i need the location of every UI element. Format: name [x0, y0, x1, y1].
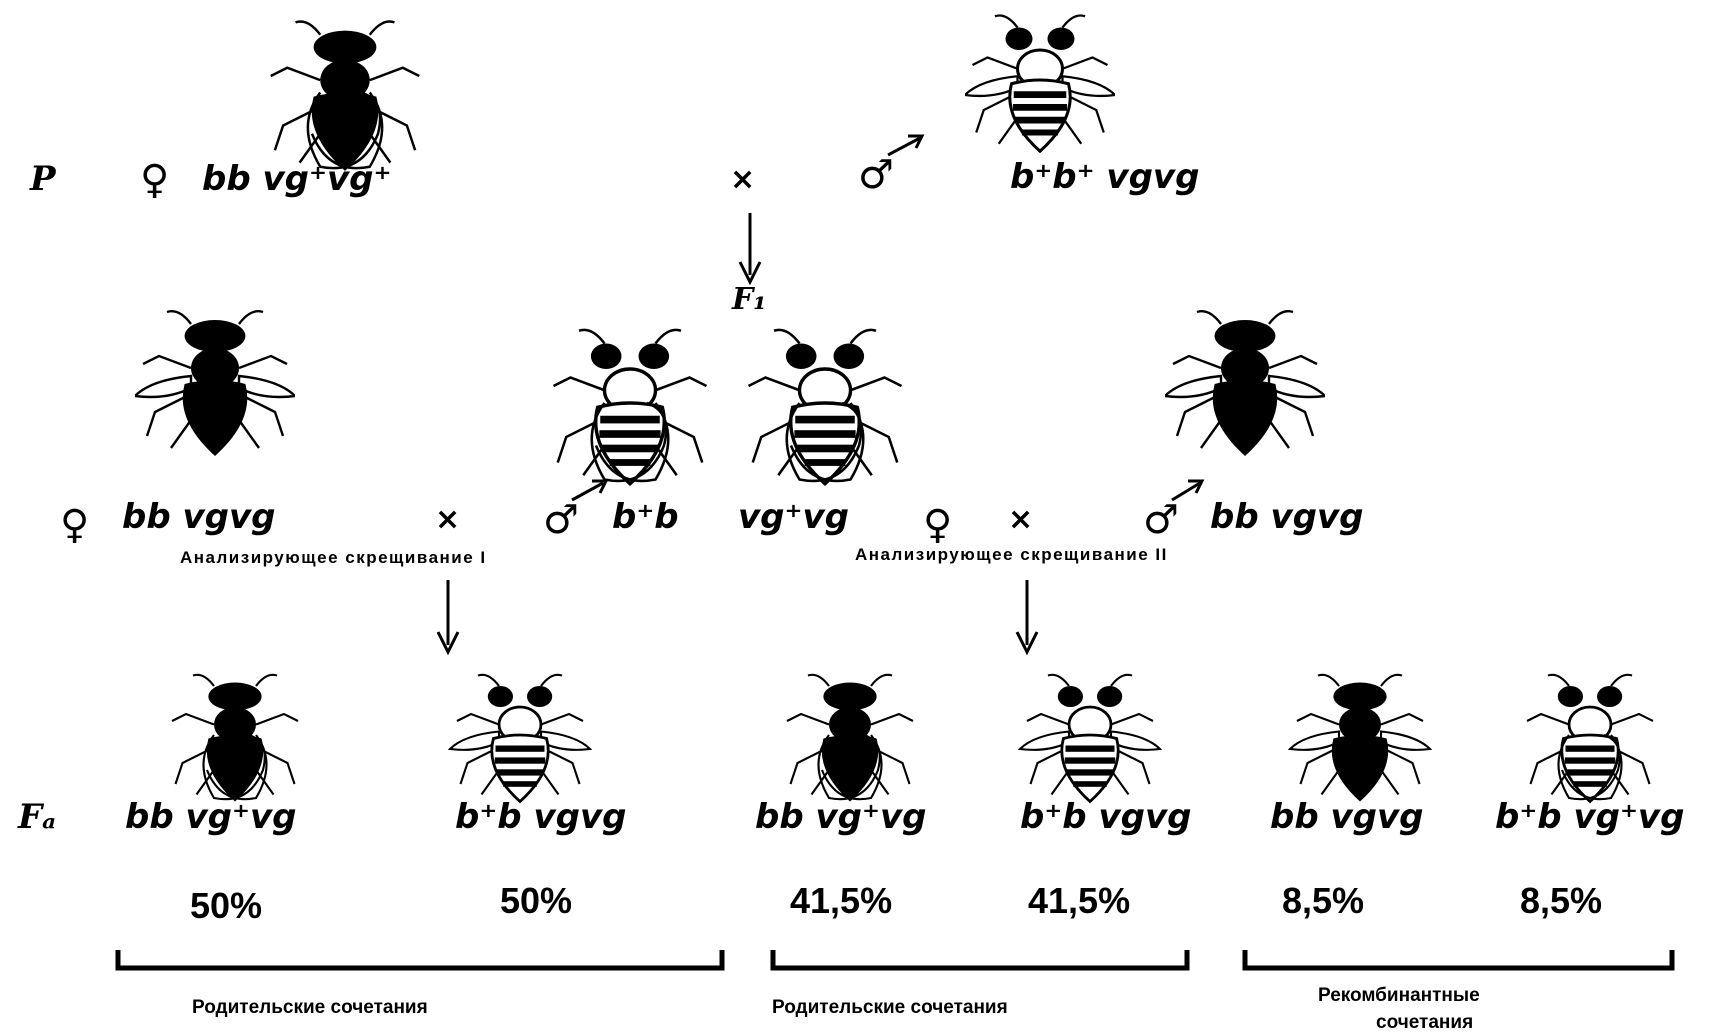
bracket-parental-1: [118, 950, 722, 968]
arrow-test-cross-1: [438, 580, 458, 652]
arrow-male-2: [888, 136, 922, 155]
arrow-test-cross-2: [1017, 580, 1037, 652]
bracket-recombinant: [1245, 950, 1672, 968]
arrow-male-1: [572, 481, 606, 500]
arrow-p-to-f1: [740, 213, 760, 282]
arrow-male-3: [1172, 481, 1202, 500]
bracket-parental-2: [773, 950, 1187, 968]
